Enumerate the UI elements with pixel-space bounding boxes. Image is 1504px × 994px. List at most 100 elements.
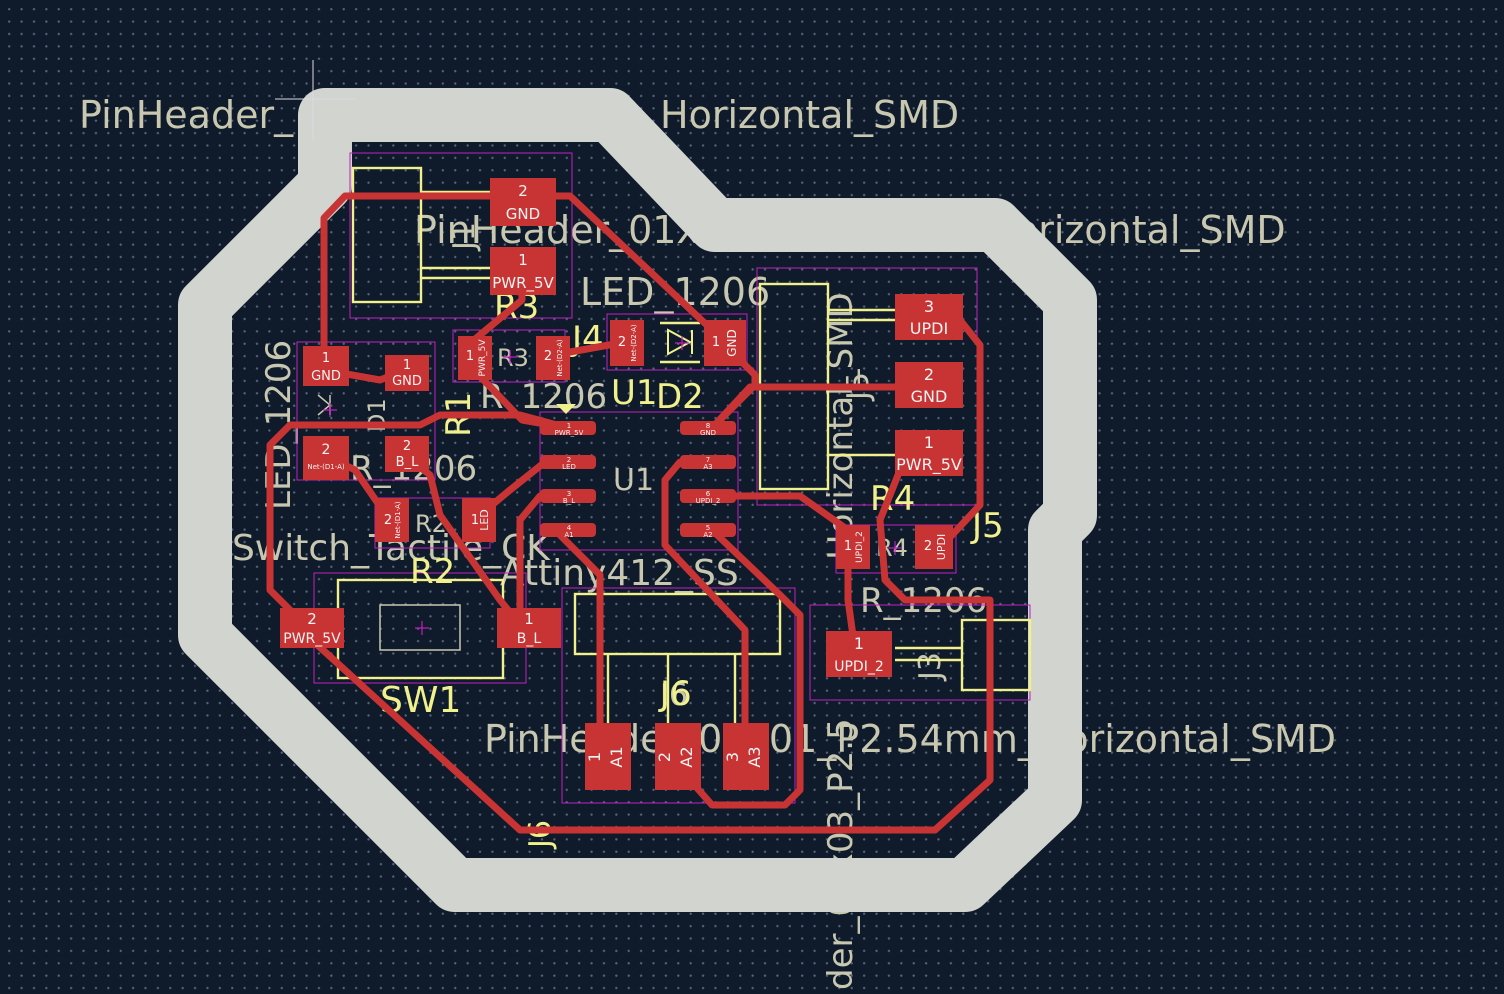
- pad-j3-1[interactable]: 1 UPDI_2: [826, 631, 892, 677]
- pad-d1-1[interactable]: 1 GND: [303, 346, 349, 386]
- svg-text:GND: GND: [506, 205, 540, 223]
- crosshair-cursor: [275, 60, 355, 140]
- pad-j5-2[interactable]: 2 GND: [895, 362, 963, 408]
- fab-j3-ref: J3: [913, 652, 948, 682]
- svg-text:UPDI: UPDI: [910, 319, 948, 338]
- svg-text:GND: GND: [311, 369, 341, 384]
- pad-u1-4[interactable]: 4 A1: [540, 523, 596, 539]
- pad-u1-8[interactable]: 8 GND: [680, 421, 736, 437]
- fab-j2-value-a: PinHeader_01x: [414, 208, 699, 252]
- pad-u1-2[interactable]: 2 LED: [540, 455, 596, 471]
- svg-text:B_L: B_L: [517, 631, 542, 647]
- silk-u1: U1: [611, 373, 658, 413]
- pad-r2-1[interactable]: 1 LED: [462, 498, 496, 542]
- svg-text:B_L: B_L: [563, 497, 575, 505]
- svg-text:B_L: B_L: [396, 455, 419, 470]
- fab-j1-value-a: PinHeader_: [79, 93, 294, 137]
- pad-r4-1[interactable]: 1 UPDI_2: [836, 525, 870, 569]
- svg-text:2: 2: [384, 513, 392, 528]
- svg-text:UPDI_2: UPDI_2: [696, 497, 721, 505]
- svg-text:A2: A2: [677, 746, 696, 767]
- svg-text:3: 3: [723, 752, 742, 762]
- svg-text:1: 1: [924, 433, 934, 452]
- pad-u1-7[interactable]: 7 A3: [680, 455, 736, 471]
- svg-text:PWR_5V: PWR_5V: [555, 429, 584, 437]
- pad-j5-3[interactable]: 3 UPDI: [895, 294, 963, 340]
- fab-j1-value-b: Horizontal_SMD: [660, 93, 959, 137]
- pad-d2-2[interactable]: 2 Net-(D2-A): [610, 320, 644, 366]
- trace-gnd-j1: [320, 192, 526, 362]
- pad-d1-2[interactable]: 2 Net-(D1-A): [303, 436, 349, 480]
- svg-text:UPDI_2: UPDI_2: [834, 659, 884, 675]
- pad-sw1-1[interactable]: 1 B_L: [497, 608, 561, 648]
- pad-u1-6[interactable]: 6 UPDI_2: [680, 489, 736, 505]
- svg-text:GND: GND: [700, 429, 716, 437]
- anchor-markers: [323, 336, 902, 635]
- svg-text:1: 1: [322, 351, 330, 366]
- svg-text:Net-(D1-A): Net-(D1-A): [394, 501, 402, 539]
- fab-u1-ref: U1: [613, 463, 654, 498]
- svg-text:1: 1: [466, 349, 474, 364]
- svg-text:1: 1: [712, 335, 720, 350]
- pad-r1-1[interactable]: 1 GND: [385, 355, 429, 391]
- svg-text:PWR_5V: PWR_5V: [896, 455, 962, 475]
- trace-a3: [661, 458, 749, 764]
- svg-text:PWR_5V: PWR_5V: [492, 274, 554, 293]
- pad-r1-2[interactable]: 2 B_L: [385, 436, 429, 472]
- pad-d2-1[interactable]: 1 GND: [704, 320, 746, 366]
- svg-text:2: 2: [544, 349, 552, 364]
- pad-r2-2[interactable]: 2 Net-(D1-A): [375, 498, 409, 542]
- board-edge-outline[interactable]: [178, 88, 1097, 912]
- pad-u1-5[interactable]: 5 A2: [680, 523, 736, 539]
- svg-text:4: 4: [567, 524, 572, 532]
- pad-j5-1[interactable]: 1 PWR_5V: [895, 430, 963, 476]
- svg-text:1: 1: [567, 422, 571, 430]
- fab-u1-value: Attiny412_SS: [500, 553, 739, 594]
- pad-j1-2[interactable]: 2 GND: [490, 178, 556, 226]
- svg-text:A2: A2: [703, 531, 712, 539]
- pad-j6-2[interactable]: 2 A2: [655, 723, 701, 790]
- pad-r3-1[interactable]: 1 PWR_5V: [458, 336, 492, 380]
- svg-text:GND: GND: [392, 374, 422, 389]
- pad-j6-1[interactable]: 1 A1: [585, 723, 631, 790]
- svg-text:LED: LED: [478, 509, 491, 531]
- svg-text:Net-(D2-A): Net-(D2-A): [556, 339, 564, 377]
- svg-text:1: 1: [403, 358, 411, 373]
- svg-text:2: 2: [655, 752, 674, 762]
- svg-text:3: 3: [924, 297, 934, 316]
- pad-u1-1[interactable]: 1 PWR_5V: [540, 421, 596, 437]
- pad-sw1-2[interactable]: 2 PWR_5V: [280, 608, 344, 648]
- svg-text:1: 1: [844, 539, 852, 554]
- pad-u1-3[interactable]: 3 B_L: [540, 489, 596, 505]
- pad-j1-1[interactable]: 1 PWR_5V: [490, 247, 556, 295]
- pad-j6-3[interactable]: 3 A3: [723, 723, 769, 790]
- pad-r3-2[interactable]: 2 Net-(D2-A): [536, 336, 570, 380]
- svg-text:PWR_5V: PWR_5V: [283, 631, 341, 647]
- svg-text:1: 1: [854, 634, 864, 653]
- svg-text:GND: GND: [911, 387, 948, 406]
- svg-text:2: 2: [322, 442, 331, 458]
- svg-text:2: 2: [307, 610, 317, 628]
- fab-j3-value: der_01x03_P2.5: [821, 718, 861, 990]
- svg-text:2: 2: [403, 439, 411, 454]
- svg-text:Net-(D2-A): Net-(D2-A): [630, 324, 638, 362]
- svg-text:3: 3: [567, 490, 571, 498]
- copper-pads[interactable]: 2 GND 1 PWR_5V 3 UPDI 2 GND 1 PWR_5V 1 G…: [280, 178, 963, 790]
- fab-r3-ref: R3: [497, 344, 529, 372]
- pad-r4-2[interactable]: 2 UPDI: [915, 525, 953, 569]
- svg-text:UPDI: UPDI: [935, 534, 948, 560]
- svg-text:1: 1: [585, 752, 604, 762]
- fab-j6-ref: J6: [658, 678, 688, 713]
- svg-text:2: 2: [924, 539, 932, 554]
- svg-text:A3: A3: [703, 463, 712, 471]
- trace-pwr-sw1: [308, 491, 994, 834]
- svg-text:UPDI_2: UPDI_2: [855, 531, 865, 563]
- svg-text:2: 2: [518, 182, 528, 200]
- svg-text:GND: GND: [725, 329, 739, 357]
- svg-text:1: 1: [471, 513, 479, 528]
- svg-text:1: 1: [518, 251, 528, 269]
- svg-text:A3: A3: [745, 746, 764, 767]
- svg-text:2: 2: [567, 456, 571, 464]
- svg-text:Net-(D1-A): Net-(D1-A): [307, 463, 345, 471]
